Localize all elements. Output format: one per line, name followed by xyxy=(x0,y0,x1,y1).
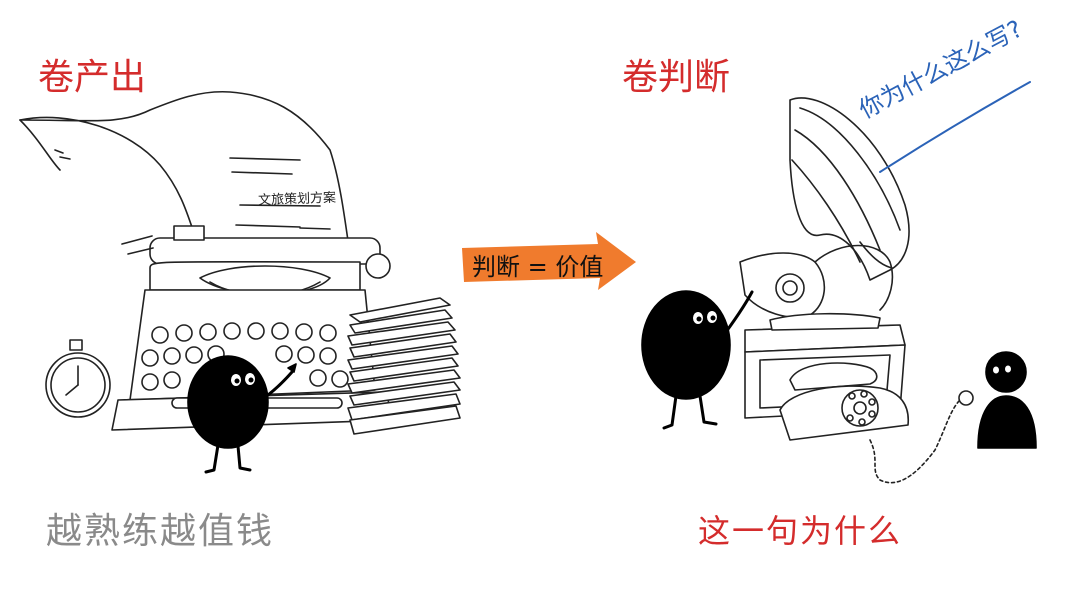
center-arrow: 判断 = 价值 xyxy=(462,238,638,290)
paper-sheet-icon xyxy=(19,90,351,256)
blob-character-right xyxy=(641,290,754,430)
arrow-label: 判断 = 价值 xyxy=(472,253,604,281)
person-silhouette-icon xyxy=(977,351,1037,449)
orange-arrow-icon xyxy=(462,232,636,290)
paper-stack-icon xyxy=(347,297,461,435)
right-panel-title: 卷判断 xyxy=(622,57,731,98)
rotary-phone-icon xyxy=(779,362,974,484)
speech-line xyxy=(879,81,1031,173)
document-label: 文旅策划方案 xyxy=(257,190,337,209)
stopwatch-icon xyxy=(45,339,111,418)
right-panel-caption: 这一句为什么 xyxy=(698,512,903,550)
left-panel-caption: 越熟练越值钱 xyxy=(46,511,275,552)
left-panel-title: 卷产出 xyxy=(38,57,147,98)
blob-character-left xyxy=(187,355,297,474)
